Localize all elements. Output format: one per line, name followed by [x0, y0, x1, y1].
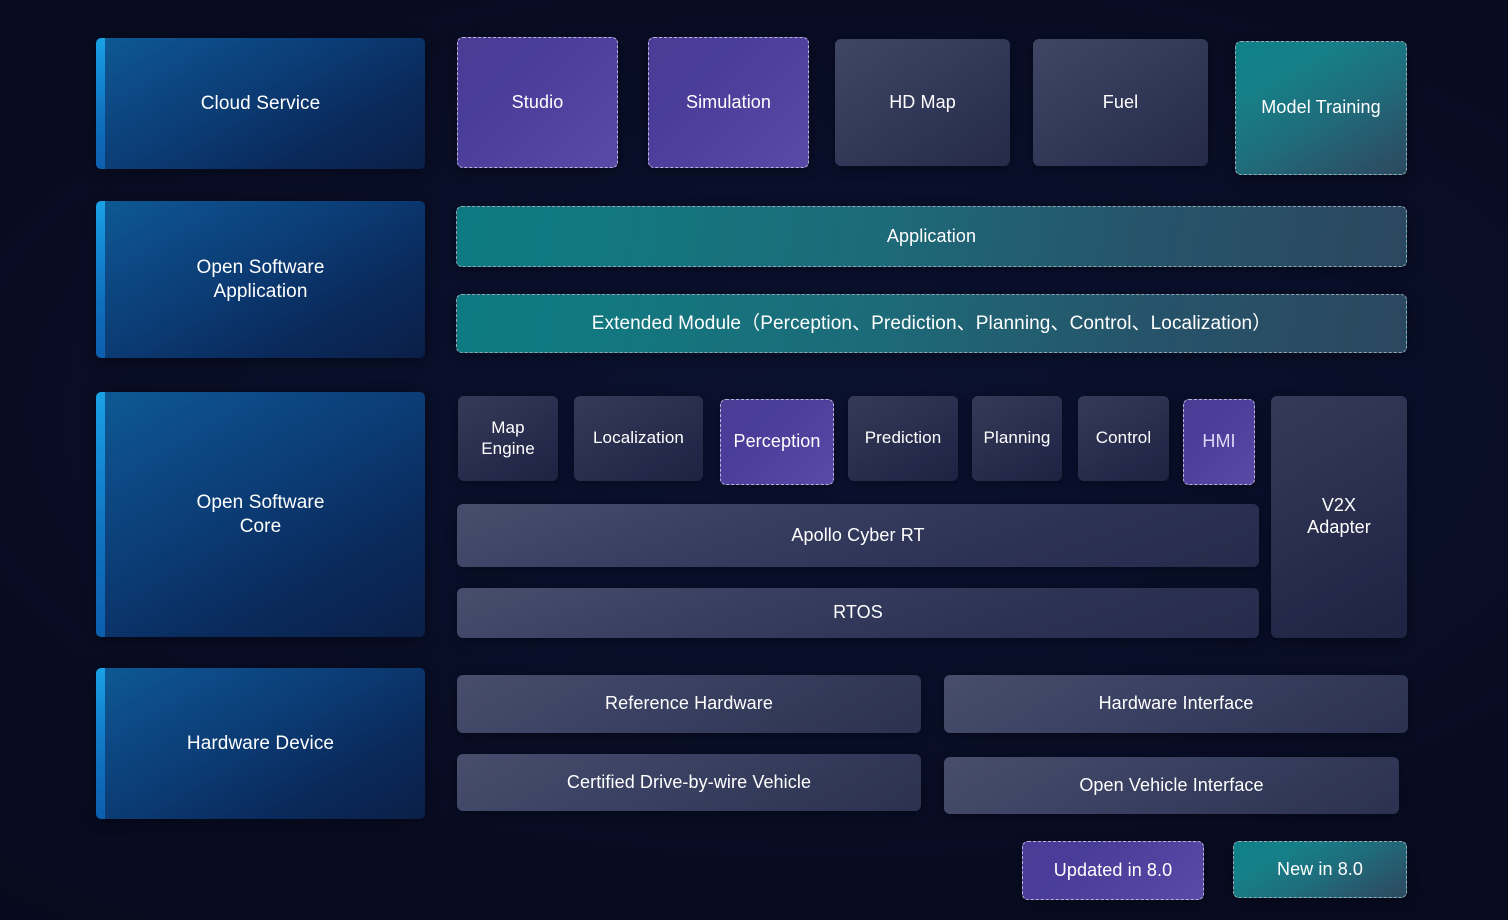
card-v2x-adapter[interactable]: V2X Adapter	[1271, 396, 1407, 638]
row-label-text: Cloud Service	[200, 92, 321, 114]
bar-apollo-cyber-rt[interactable]: Apollo Cyber RT	[457, 504, 1259, 567]
card-label: Application	[886, 225, 977, 246]
card-label: HD Map	[889, 91, 956, 112]
module-label: Prediction	[864, 428, 942, 448]
legend-new-in-8[interactable]: New in 8.0	[1233, 841, 1407, 898]
module-map-engine[interactable]: Map Engine	[458, 396, 558, 481]
module-label: Control	[1095, 428, 1152, 448]
card-label: Fuel	[1102, 91, 1139, 112]
row-label-hardware-device[interactable]: Hardware Device	[96, 668, 425, 819]
bar-rtos[interactable]: RTOS	[457, 588, 1259, 638]
module-label: Planning	[983, 428, 1051, 448]
card-label: Simulation	[685, 91, 772, 112]
row-label-open-software-core[interactable]: Open Software Core	[96, 392, 425, 637]
module-prediction[interactable]: Prediction	[848, 396, 958, 481]
row-label-text: Open Software Core	[196, 492, 325, 537]
module-hmi[interactable]: HMI	[1183, 399, 1255, 485]
card-hardware-interface[interactable]: Hardware Interface	[944, 675, 1408, 733]
module-perception[interactable]: Perception	[720, 399, 834, 485]
module-label: Localization	[593, 428, 684, 448]
legend-updated-in-8[interactable]: Updated in 8.0	[1022, 841, 1204, 900]
card-model-training[interactable]: Model Training	[1235, 41, 1407, 175]
card-certified-drive-by-wire-vehicle[interactable]: Certified Drive-by-wire Vehicle	[457, 754, 921, 811]
card-label: Certified Drive-by-wire Vehicle	[566, 771, 812, 792]
card-simulation[interactable]: Simulation	[648, 37, 809, 168]
module-label: Map Engine	[481, 417, 535, 458]
card-hd-map[interactable]: HD Map	[835, 39, 1010, 166]
legend-label: New in 8.0	[1276, 858, 1364, 879]
card-application[interactable]: Application	[456, 206, 1407, 267]
card-reference-hardware[interactable]: Reference Hardware	[457, 675, 921, 733]
row-label-text: Hardware Device	[186, 732, 335, 754]
row-label-cloud-service[interactable]: Cloud Service	[96, 38, 425, 169]
card-label: Extended Module（Perception、Prediction、Pl…	[591, 312, 1272, 334]
module-control[interactable]: Control	[1078, 396, 1169, 481]
card-studio[interactable]: Studio	[457, 37, 618, 168]
row-label-text: Open Software Application	[196, 257, 325, 302]
card-fuel[interactable]: Fuel	[1033, 39, 1208, 166]
card-label: Reference Hardware	[605, 693, 773, 714]
module-label: Perception	[733, 431, 821, 452]
card-label: Open Vehicle Interface	[1079, 774, 1264, 795]
card-extended-module[interactable]: Extended Module（Perception、Prediction、Pl…	[456, 294, 1407, 353]
card-label: V2X Adapter	[1307, 495, 1371, 537]
card-label: Studio	[511, 91, 564, 112]
bar-label: Apollo Cyber RT	[791, 524, 925, 545]
card-open-vehicle-interface[interactable]: Open Vehicle Interface	[944, 757, 1399, 814]
module-planning[interactable]: Planning	[972, 396, 1062, 481]
module-localization[interactable]: Localization	[574, 396, 703, 481]
card-label: Model Training	[1261, 97, 1381, 118]
card-label: Hardware Interface	[1098, 693, 1254, 714]
module-label: HMI	[1202, 431, 1236, 452]
legend-label: Updated in 8.0	[1053, 859, 1173, 880]
row-label-open-software-application[interactable]: Open Software Application	[96, 201, 425, 358]
bar-label: RTOS	[833, 602, 883, 623]
